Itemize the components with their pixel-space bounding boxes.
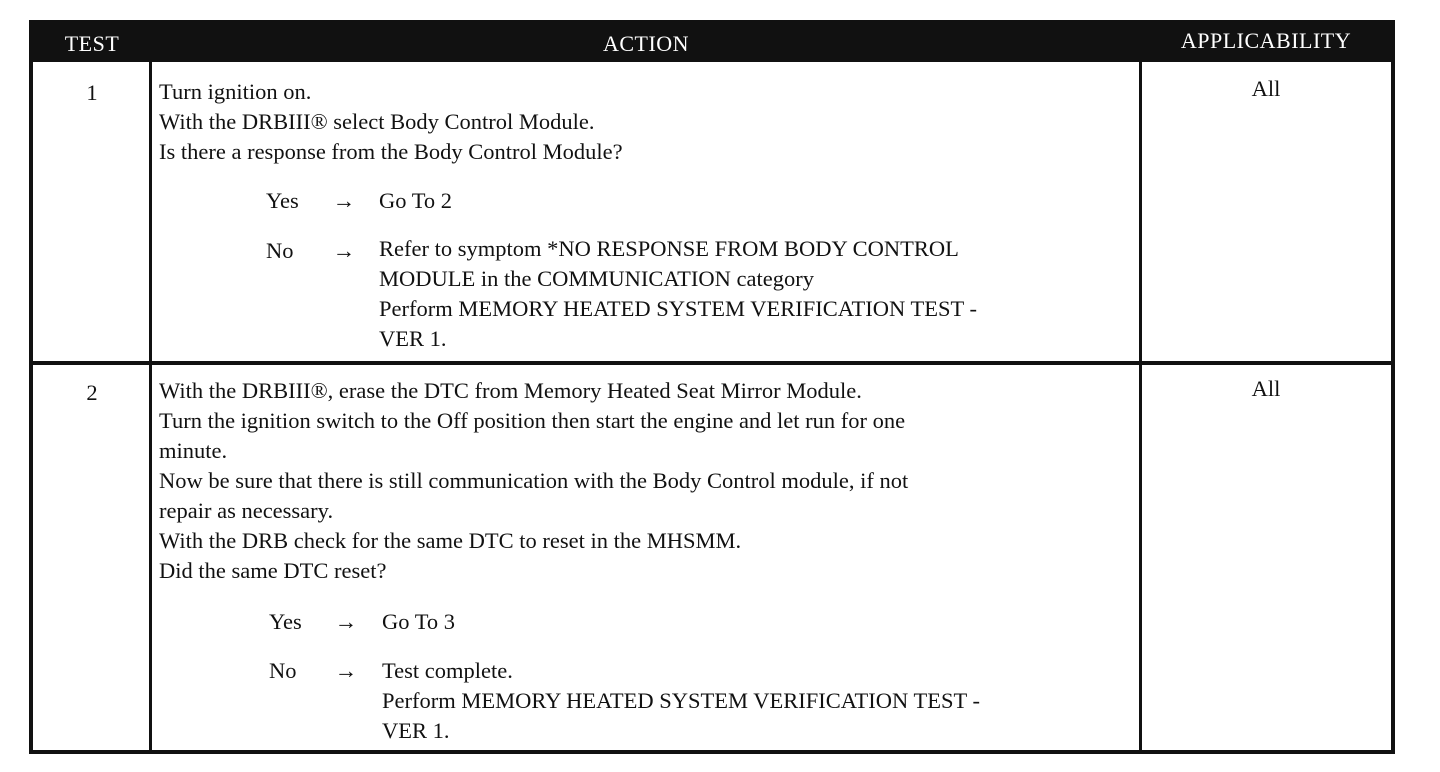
response-label: Yes xyxy=(266,188,299,213)
response-line: Refer to symptom *NO RESPONSE FROM BODY … xyxy=(379,236,959,261)
response-line: Test complete. xyxy=(382,658,513,683)
row-divider xyxy=(33,361,1391,365)
row-test-number: 1 xyxy=(86,80,98,105)
response-label: No xyxy=(266,238,294,263)
action-line: With the DRB check for the same DTC to r… xyxy=(159,528,742,553)
response-line: Perform MEMORY HEATED SYSTEM VERIFICATIO… xyxy=(382,688,980,713)
diagnostic-test-table: TEST ACTION APPLICABILITY 1 Turn ignitio… xyxy=(29,20,1395,754)
row-applicability: All xyxy=(1251,376,1281,401)
arrow-icon: → xyxy=(332,238,356,263)
row-action: Turn ignition on. With the DRBIII® selec… xyxy=(159,77,1134,167)
table-header: TEST ACTION APPLICABILITY xyxy=(33,24,1391,62)
action-line: With the DRBIII® select Body Control Mod… xyxy=(159,109,595,134)
response-line: MODULE in the COMMUNICATION category xyxy=(379,266,814,291)
arrow-icon: → xyxy=(334,609,358,634)
response-label: Yes xyxy=(269,609,302,634)
grid-line-test-action xyxy=(149,62,152,754)
response-line: Perform MEMORY HEATED SYSTEM VERIFICATIO… xyxy=(379,296,977,321)
grid-line-action-applicability xyxy=(1139,62,1142,754)
action-line: Is there a response from the Body Contro… xyxy=(159,139,623,164)
action-line: Now be sure that there is still communic… xyxy=(159,468,909,493)
header-applicability: APPLICABILITY xyxy=(1180,28,1352,53)
action-line: repair as necessary. xyxy=(159,498,334,523)
action-line: Turn ignition on. xyxy=(159,79,312,104)
response-label: No xyxy=(269,658,297,683)
response-text: Refer to symptom *NO RESPONSE FROM BODY … xyxy=(379,234,1131,354)
response-text: Go To 2 xyxy=(379,186,452,216)
response-line: Go To 3 xyxy=(382,609,456,634)
action-line: Turn the ignition switch to the Off posi… xyxy=(159,408,906,433)
arrow-icon: → xyxy=(332,188,356,213)
row-action: With the DRBIII®, erase the DTC from Mem… xyxy=(159,376,1134,586)
arrow-icon: → xyxy=(334,658,358,683)
action-line: Did the same DTC reset? xyxy=(159,558,387,583)
action-line: minute. xyxy=(159,438,228,463)
response-line: Go To 2 xyxy=(379,188,453,213)
row-applicability: All xyxy=(1251,76,1281,101)
response-text: Go To 3 xyxy=(382,607,455,637)
row-test-number: 2 xyxy=(86,380,98,405)
header-test: TEST xyxy=(64,31,120,56)
action-line: With the DRBIII®, erase the DTC from Mem… xyxy=(159,378,862,403)
response-line: VER 1. xyxy=(379,326,447,351)
header-action: ACTION xyxy=(602,31,690,56)
response-text: Test complete. Perform MEMORY HEATED SYS… xyxy=(382,656,1134,746)
response-line: VER 1. xyxy=(382,718,450,743)
